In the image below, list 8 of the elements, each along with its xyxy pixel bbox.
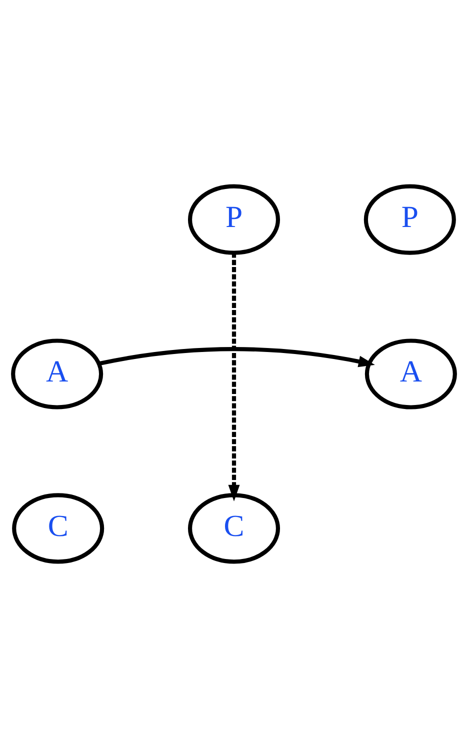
node-ellipse: A — [364, 338, 456, 410]
node-ellipse: C — [12, 493, 104, 564]
node-ellipse: C — [187, 493, 280, 564]
node-ellipse: P — [363, 184, 456, 255]
node-ellipse: P — [187, 184, 280, 255]
arrow — [228, 252, 240, 502]
node-ellipse: A — [10, 338, 103, 410]
arrow — [98, 347, 374, 368]
